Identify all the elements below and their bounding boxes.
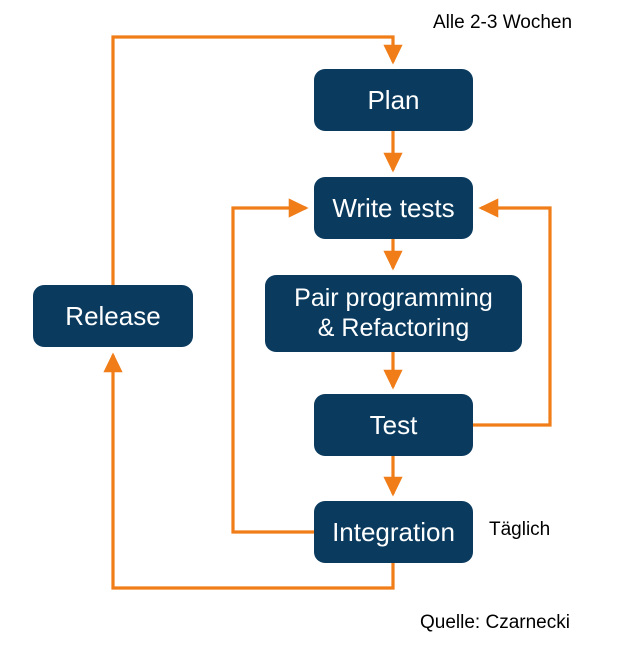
caption-daily-cadence: Täglich (489, 519, 551, 540)
caption-iteration-cadence: Alle 2-3 Wochen (433, 12, 573, 33)
node-plan[interactable]: Plan (314, 69, 473, 131)
node-integration[interactable]: Integration (314, 501, 473, 563)
node-write-tests-label: Write tests (332, 192, 455, 223)
node-release-label: Release (65, 300, 161, 331)
node-test[interactable]: Test (314, 394, 473, 456)
node-release[interactable]: Release (33, 285, 193, 347)
node-integration-label: Integration (332, 516, 455, 547)
node-pair-programming[interactable]: Pair programming & Refactoring (265, 275, 522, 352)
caption-source: Quelle: Czarnecki (420, 612, 570, 633)
node-write-tests[interactable]: Write tests (314, 177, 473, 239)
edge-integration-to-write-tests-feedback (231, 198, 314, 534)
node-plan-label: Plan (367, 84, 420, 115)
node-pair-programming-label: Pair programming & Refactoring (294, 284, 493, 342)
node-test-label: Test (369, 409, 418, 440)
